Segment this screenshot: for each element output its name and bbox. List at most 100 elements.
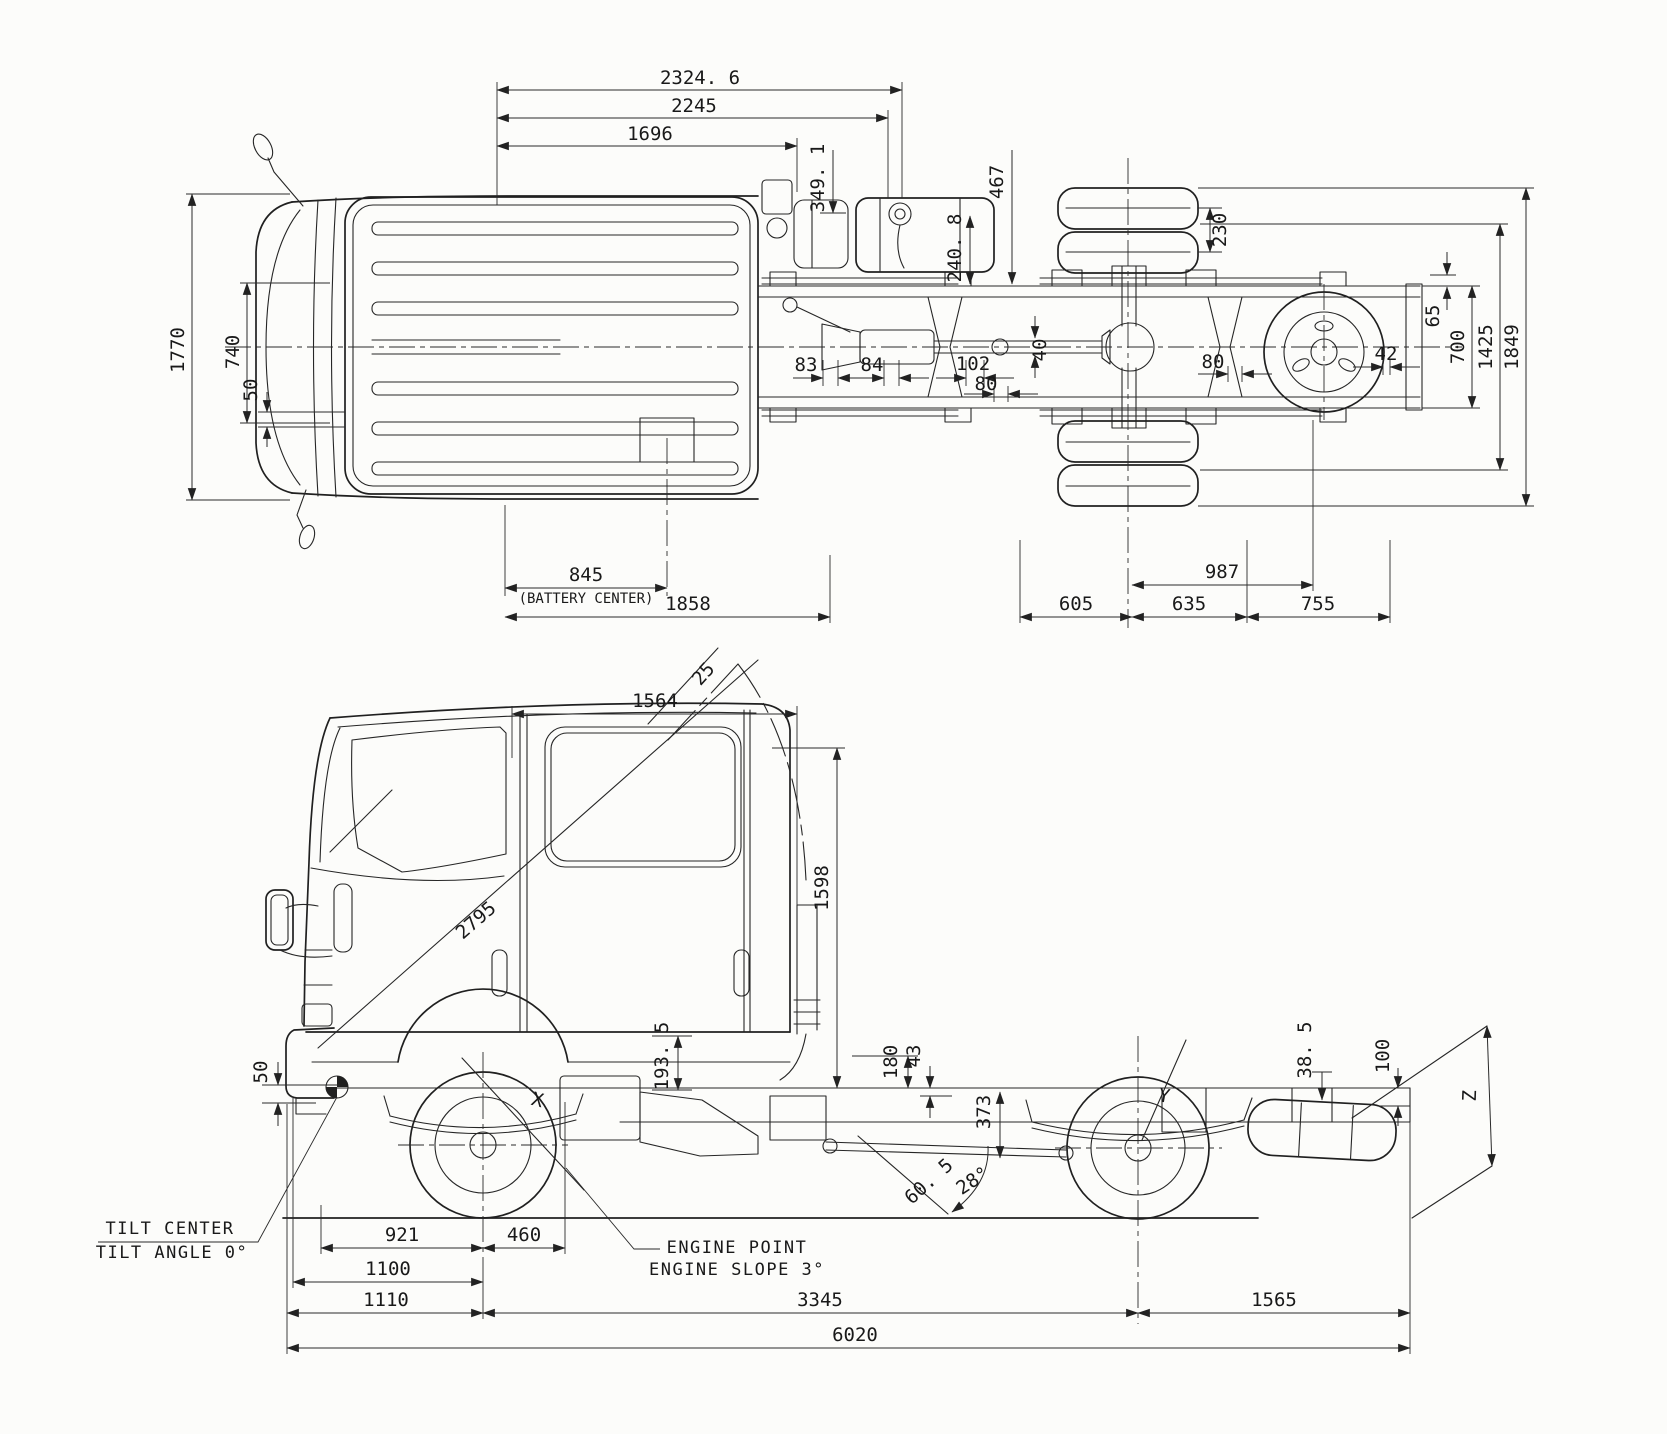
side-dim-engine-setback: 460: [507, 1224, 541, 1246]
side-driveline: [559, 904, 1074, 1215]
plan-mirror-bottom: [298, 524, 316, 550]
side-rear-axle-mark: Y: [1156, 1084, 1172, 1108]
plan-dim-top-mid: 2245: [671, 95, 717, 117]
side-engine: [559, 1075, 641, 1141]
side-rear-clearance: [1351, 1025, 1496, 1219]
plan-dim-rear-c: 755: [1301, 593, 1335, 615]
side-dim-wheelbase: 3345: [797, 1289, 843, 1311]
plan-dim-top-overall: 2324. 6: [660, 67, 740, 89]
side-dim-rear-overhang: 1565: [1251, 1289, 1297, 1311]
plan-exhaust-stack: [761, 179, 793, 215]
side-front-window: [351, 726, 507, 873]
side-dim-bumper-to-axle: 1110: [363, 1289, 409, 1311]
side-cab: [265, 702, 791, 1115]
side-dim-shaft-angle: 28°: [952, 1162, 993, 1199]
plan-dim-shaft-offset: 40: [1029, 339, 1051, 362]
side-front-door-handle: [491, 949, 508, 997]
side-note-engine-slope: ENGINE SLOPE 3°: [649, 1260, 825, 1280]
side-bumper: [285, 1027, 335, 1099]
side-dim-rear-clearance: 100: [1372, 1039, 1394, 1073]
side-dim-frame-step: 43: [903, 1045, 925, 1068]
side-spot-mirror: [333, 883, 353, 953]
side-note-tilt-angle: TILT ANGLE 0°: [96, 1243, 249, 1263]
side-tilt-leader: [98, 1096, 338, 1243]
side-dim-front-overhang-a: 921: [385, 1224, 419, 1246]
plan-dim-top-inner: 1696: [627, 123, 673, 145]
side-angle-arc: [951, 1145, 989, 1213]
plan-dim-front-offset: 50: [240, 379, 262, 402]
plan-frame: [757, 265, 1423, 429]
side-exhaust-stack: [793, 904, 821, 1035]
side-note-tilt-center: TILT CENTER: [105, 1219, 234, 1239]
plan-dim-rear-b: 635: [1172, 593, 1206, 615]
plan-mirror-top: [252, 133, 274, 161]
side-front-fender: [397, 988, 569, 1063]
side-dim-cab-length: 1564: [632, 690, 678, 712]
side-dim-tilt-to-axle: 1100: [365, 1258, 411, 1280]
plan-dim-tank-width: 240. 8: [944, 214, 966, 283]
plan-dim-frame-width: 700: [1447, 330, 1469, 364]
plan-dim-flange-height: 65: [1422, 305, 1444, 328]
side-dim-tilt-clearance: 25: [688, 658, 720, 690]
side-dim-frame-height: 180: [880, 1045, 902, 1079]
plan-mirror-arm-bottom: [296, 489, 307, 529]
plan-dim-battery-center: 845: [569, 564, 603, 586]
plan-differential: [1105, 322, 1155, 372]
plan-rear-crossmember: [1405, 283, 1423, 411]
side-note-engine-point: ENGINE POINT: [667, 1238, 808, 1258]
side-battery-box: [769, 1095, 827, 1141]
plan-dim-joint-a: 83: [795, 354, 818, 376]
plan-dim-spring-span: 987: [1205, 561, 1239, 583]
side-wiper: [329, 789, 393, 853]
side-tilt-geometry: [98, 647, 807, 1243]
side-dim-shaft-length: 60. 5: [900, 1154, 957, 1209]
side-dim-cab-height: 1598: [811, 865, 833, 911]
side-view: 25 1564 2795 1598 193. 5 50 180 43 373 3…: [96, 647, 1496, 1354]
side-dim-rear-z: Z: [1459, 1090, 1481, 1102]
plan-muffler: [793, 199, 849, 269]
plan-dim-spring-width: 80: [1202, 351, 1225, 373]
side-mirror: [265, 889, 294, 951]
side-dim-tank-clearance: 38. 5: [1294, 1021, 1316, 1078]
plan-driveline: [821, 265, 1155, 429]
side-frame: [335, 1087, 1411, 1162]
side-dimensions: 25 1564 2795 1598 193. 5 50 180 43 373 3…: [96, 658, 1481, 1354]
plan-dim-bracket-width: 42: [1375, 343, 1398, 365]
plan-dim-rear-overall-width: 1849: [1501, 324, 1523, 370]
plan-dim-dual-tire-centers: 230: [1209, 213, 1231, 247]
plan-dim-rear-track: 1425: [1475, 324, 1497, 370]
side-dim-tilt-radius: 2795: [452, 897, 501, 944]
side-rear-tank: [1247, 1098, 1397, 1162]
plan-dim-joint-b: 84: [861, 354, 884, 376]
plan-roof-panel: [344, 196, 759, 495]
plan-dim-cab-section: 1858: [665, 593, 711, 615]
side-dim-frame-depth: 373: [973, 1095, 995, 1129]
side-wheels: [398, 1036, 1222, 1324]
side-tilt-radius-line: [317, 659, 759, 1049]
plan-dim-rear-a: 605: [1059, 593, 1093, 615]
side-dim-door-height: 193. 5: [651, 1022, 673, 1091]
side-headlight: [301, 1003, 333, 1027]
plan-dim-cab-to-frame: 467: [986, 165, 1008, 199]
side-dim-tilt-center-offset: 50: [250, 1061, 272, 1084]
plan-mirror-arm-top: [267, 157, 304, 207]
plan-dim-joint-d: 80: [975, 373, 998, 395]
side-transmission: [639, 1091, 759, 1157]
plan-dim-overall-width: 1770: [167, 327, 189, 373]
plan-fuel-tank: [855, 197, 995, 273]
plan-cab: [252, 133, 759, 550]
plan-spare-wheel: [1263, 284, 1385, 420]
plan-dim-battery-note: (BATTERY CENTER): [519, 591, 654, 607]
plan-dimensions: 2324. 6 2245 1696 349. 1 467 240. 8 230 …: [167, 67, 1534, 623]
side-rear-window: [544, 726, 742, 868]
side-rear-door-handle: [733, 949, 750, 997]
plan-dim-cab-inner-width: 740: [222, 335, 244, 369]
side-dim-overall-length: 6020: [832, 1324, 878, 1346]
side-engine-point-leader: [565, 1167, 660, 1250]
plan-dim-exhaust-offset: 349. 1: [807, 144, 829, 213]
plan-rear-wheels: [1057, 158, 1199, 628]
plan-view: 2324. 6 2245 1696 349. 1 467 240. 8 230 …: [167, 67, 1534, 628]
plan-tank-muffler: [639, 179, 995, 463]
